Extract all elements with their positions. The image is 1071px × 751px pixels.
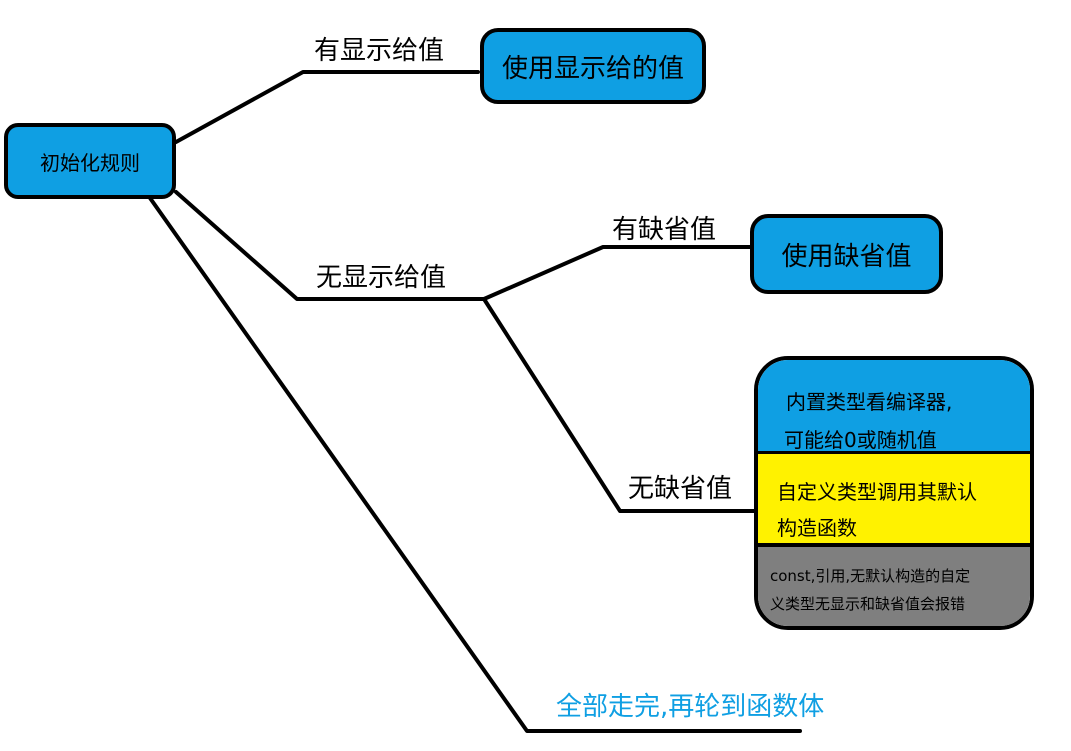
root-node: 初始化规则: [4, 123, 176, 199]
default-result-label: 使用缺省值: [781, 241, 912, 272]
custom-type-line-2: 构造函数: [777, 516, 857, 540]
edge-label-no-default: 无缺省值: [628, 474, 733, 504]
edge-no-explicit-to-no-default: [482, 297, 756, 513]
edge-label-explicit: 有显示给值: [314, 36, 445, 66]
edge-no-explicit-to-default: [482, 245, 752, 301]
root-node-label: 初始化规则: [40, 150, 140, 175]
custom-type-line-1: 自定义类型调用其默认: [777, 480, 977, 504]
explicit-result-node: 使用显示给的值: [480, 28, 706, 104]
edge-root-to-explicit: [174, 70, 480, 144]
error-case-segment: const,引用,无默认构造的自定 义类型无显示和缺省值会报错: [758, 547, 1030, 626]
default-result-node: 使用缺省值: [750, 214, 943, 294]
edge-root-to-no-explicit: [174, 190, 486, 301]
explicit-result-label: 使用显示给的值: [501, 53, 684, 84]
builtin-type-segment: 内置类型看编译器, 可能给0或随机值: [758, 360, 1030, 454]
builtin-type-line-2: 可能给0或随机值: [784, 428, 937, 452]
builtin-type-line-1: 内置类型看编译器,: [786, 390, 953, 414]
final-label: 全部走完,再轮到函数体: [556, 692, 825, 722]
edge-root-to-final: [148, 196, 802, 733]
no-default-result-group: 内置类型看编译器, 可能给0或随机值 自定义类型调用其默认 构造函数 const…: [754, 356, 1034, 630]
edge-label-no-explicit: 无显示给值: [316, 263, 447, 293]
custom-type-segment: 自定义类型调用其默认 构造函数: [758, 454, 1030, 547]
error-case-line-1: const,引用,无默认构造的自定: [770, 567, 971, 585]
edge-label-default: 有缺省值: [612, 215, 717, 245]
error-case-line-2: 义类型无显示和缺省值会报错: [770, 595, 966, 613]
